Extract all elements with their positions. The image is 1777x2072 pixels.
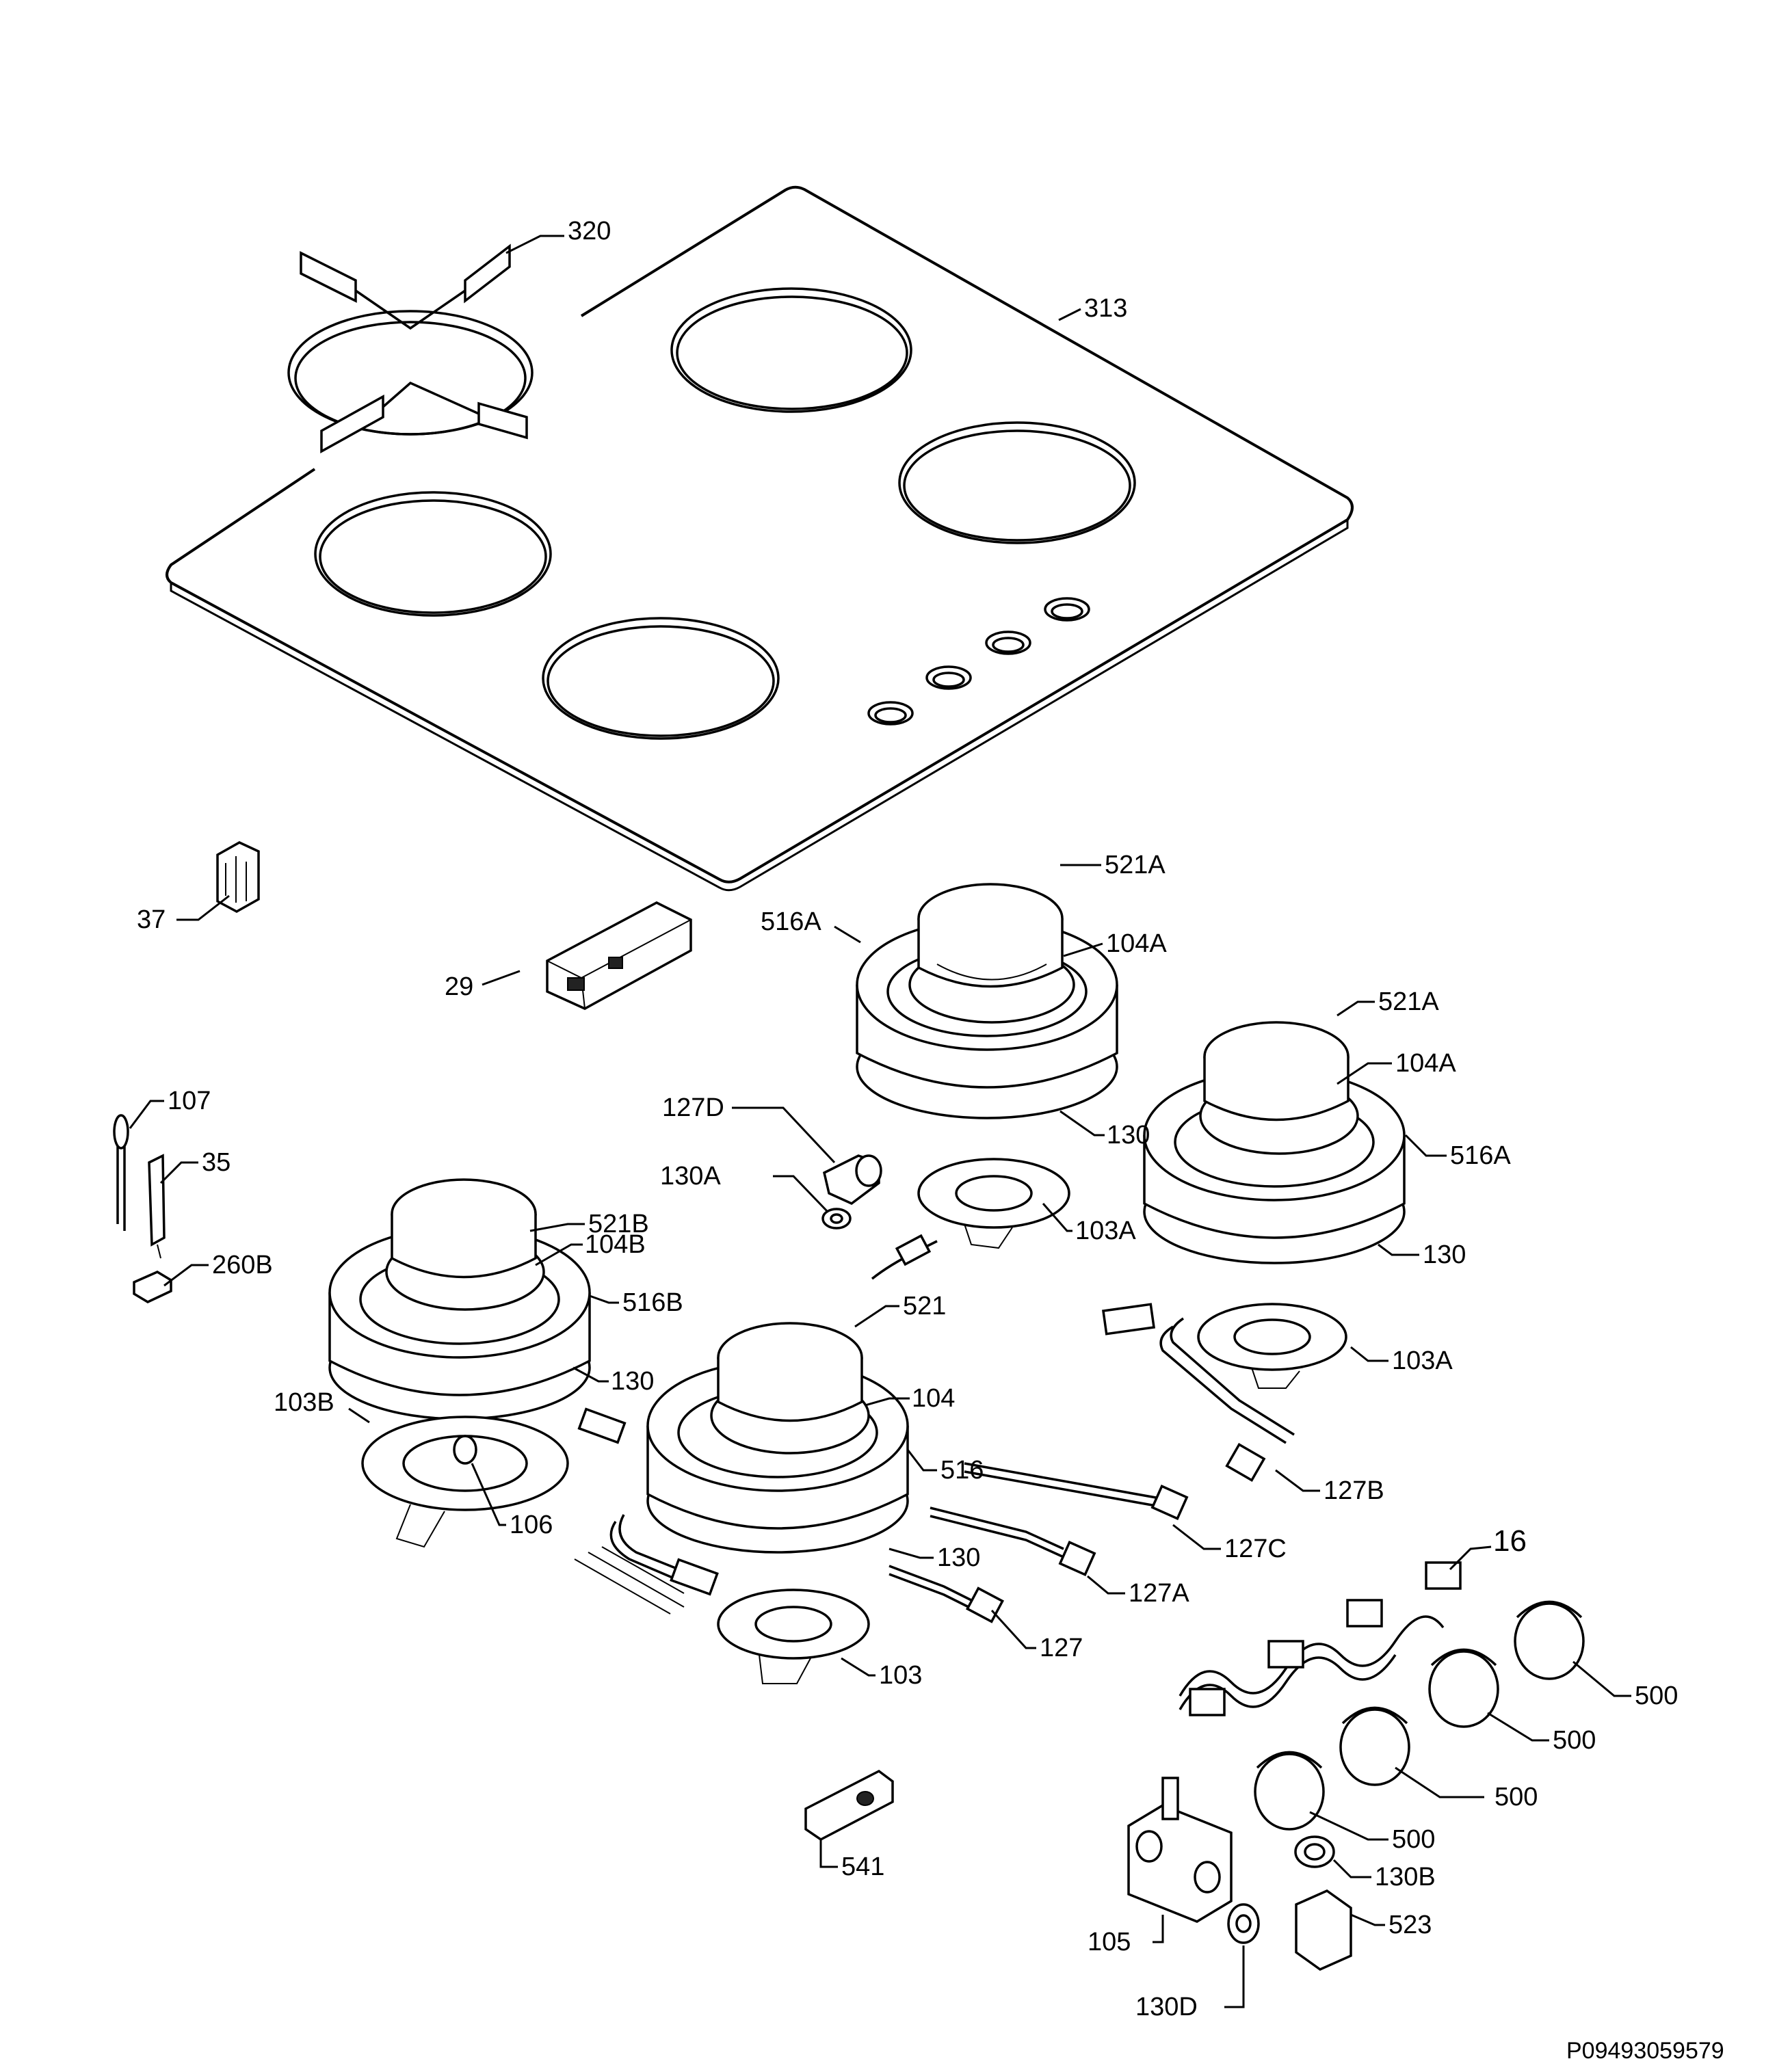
- gasket-130B: [1294, 1835, 1335, 1868]
- label-516A-1: 516A: [761, 907, 821, 936]
- knob-500-3: [1339, 1706, 1410, 1786]
- ignition-generator-29: [546, 901, 692, 1010]
- label-130A: 130A: [660, 1162, 721, 1191]
- label-521: 521: [903, 1292, 946, 1320]
- label-106: 106: [510, 1511, 553, 1539]
- part-labels: 320 313 37 29 521A 516A 104A 130 521A 10…: [137, 217, 1724, 2064]
- label-127D: 127D: [662, 1093, 724, 1122]
- label-523: 523: [1388, 1911, 1432, 1939]
- label-500-1: 500: [1635, 1682, 1678, 1710]
- gasket-130D: [1227, 1903, 1260, 1944]
- label-107: 107: [168, 1087, 211, 1115]
- gas-tap-105: [1127, 1777, 1233, 1923]
- label-130-4: 130: [937, 1543, 980, 1572]
- label-541: 541: [841, 1852, 884, 1881]
- label-16: 16: [1493, 1524, 1527, 1558]
- leader-lines: [129, 235, 1631, 2008]
- label-37: 37: [137, 905, 166, 934]
- label-105: 105: [1088, 1928, 1131, 1956]
- label-29: 29: [445, 972, 473, 1001]
- ignition-switch-16: [1179, 1561, 1462, 1716]
- label-103A-1: 103A: [1075, 1217, 1136, 1245]
- burner-base-103A-1: [917, 1158, 1070, 1249]
- hob-plate-313: [166, 185, 1354, 892]
- label-521A-2: 521A: [1378, 987, 1439, 1016]
- label-516B: 516B: [622, 1288, 683, 1317]
- label-127A: 127A: [1129, 1579, 1189, 1608]
- gasket-130A: [821, 1208, 852, 1230]
- label-130-3: 130: [611, 1367, 654, 1396]
- label-313: 313: [1084, 294, 1127, 323]
- label-130-2: 130: [1423, 1240, 1466, 1269]
- label-104: 104: [912, 1384, 955, 1413]
- label-35: 35: [202, 1148, 231, 1177]
- burner-base-103A-2: [1197, 1303, 1347, 1389]
- label-500-2: 500: [1553, 1726, 1596, 1755]
- knob-500-4: [1254, 1751, 1325, 1831]
- label-130B: 130B: [1375, 1863, 1436, 1891]
- label-130-1: 130: [1107, 1121, 1150, 1150]
- label-260B: 260B: [212, 1251, 273, 1279]
- label-521A-1: 521A: [1105, 851, 1166, 879]
- label-103A-2: 103A: [1392, 1346, 1453, 1375]
- label-103: 103: [879, 1661, 922, 1690]
- pipe-stub-middle: [871, 1234, 938, 1280]
- label-104A-1: 104A: [1106, 929, 1167, 958]
- sheet-code: P09493059579: [1566, 2038, 1724, 2064]
- label-516: 516: [940, 1456, 984, 1485]
- clip-260B: [133, 1271, 172, 1303]
- ignition-clip-37: [216, 841, 260, 913]
- knob-500-2: [1428, 1648, 1499, 1728]
- label-521B: 521B: [588, 1210, 649, 1238]
- burner-center: [646, 1322, 909, 1554]
- label-127C: 127C: [1224, 1535, 1287, 1563]
- bracket-541: [804, 1769, 894, 1842]
- burner-base-103: [717, 1589, 870, 1684]
- label-104A-2: 104A: [1395, 1049, 1456, 1078]
- label-320: 320: [568, 217, 611, 245]
- label-103B: 103B: [274, 1388, 334, 1417]
- label-127: 127: [1040, 1634, 1083, 1662]
- pipes: [574, 1303, 1295, 1623]
- clip-523: [1295, 1889, 1352, 1971]
- elbow-127D: [822, 1154, 882, 1206]
- burner-top-middle: [856, 883, 1118, 1119]
- label-500-4: 500: [1392, 1825, 1435, 1854]
- knob-500-1: [1514, 1600, 1585, 1680]
- burner-left: [328, 1178, 591, 1420]
- label-127B: 127B: [1324, 1476, 1384, 1505]
- label-104B: 104B: [585, 1230, 646, 1259]
- electrode-35: [148, 1154, 166, 1259]
- label-130D: 130D: [1135, 1993, 1198, 2021]
- burner-base-103B: [361, 1416, 569, 1548]
- thermocouple-107: [113, 1114, 129, 1231]
- label-500-3: 500: [1495, 1783, 1538, 1811]
- burner-right: [1143, 1021, 1406, 1264]
- pan-support-320: [287, 243, 534, 453]
- label-516A-2: 516A: [1450, 1141, 1511, 1170]
